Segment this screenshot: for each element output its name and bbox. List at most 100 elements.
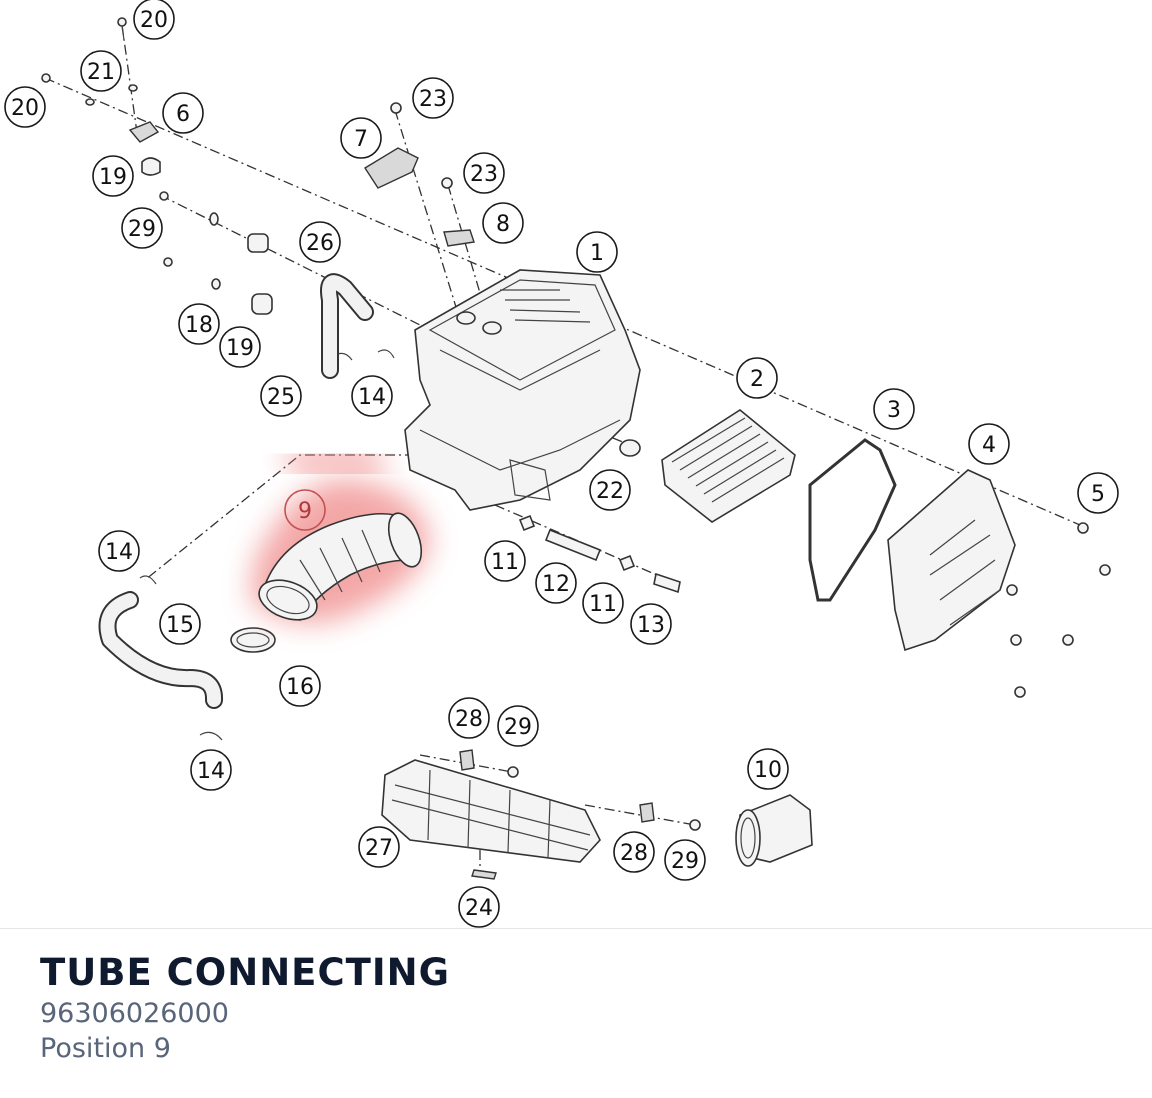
callout-circle: 4 bbox=[968, 423, 1010, 465]
screws-5 bbox=[1006, 522, 1111, 698]
grommet-22 bbox=[619, 439, 641, 457]
callout-circle: 10 bbox=[747, 748, 789, 790]
clip-7 bbox=[364, 147, 419, 189]
svg-text:29: 29 bbox=[504, 715, 532, 740]
screws-29-lower bbox=[507, 766, 701, 831]
exploded-parts-diagram: 20 21 20 6 19 29 23 7 23 8 26 1 18 19 25… bbox=[4, 0, 1119, 928]
svg-text:23: 23 bbox=[419, 87, 447, 112]
svg-text:14: 14 bbox=[105, 540, 133, 565]
callout-circle: 11 bbox=[484, 540, 526, 582]
callout-circle: 12 bbox=[535, 562, 577, 604]
svg-text:29: 29 bbox=[128, 217, 156, 242]
callout-circle: 20 bbox=[4, 86, 46, 128]
callout-circle: 27 bbox=[358, 826, 400, 868]
svg-text:24: 24 bbox=[465, 896, 493, 921]
clip-8 bbox=[443, 229, 475, 247]
callout-circle: 11 bbox=[582, 582, 624, 624]
intake-snorkel bbox=[381, 759, 601, 863]
svg-text:15: 15 bbox=[166, 613, 194, 638]
part-title: TUBE CONNECTING bbox=[40, 951, 450, 994]
svg-text:14: 14 bbox=[358, 385, 386, 410]
svg-text:29: 29 bbox=[671, 849, 699, 874]
screw-29 bbox=[159, 191, 173, 267]
svg-text:16: 16 bbox=[286, 675, 314, 700]
screw-20-left bbox=[41, 73, 51, 83]
callout-circle: 15 bbox=[159, 603, 201, 645]
hardware-parts bbox=[41, 17, 1111, 880]
rod-11-12-13 bbox=[518, 514, 681, 594]
airbox-housing bbox=[404, 269, 641, 511]
callout-circle: 22 bbox=[589, 469, 631, 511]
callout-circle: 28 bbox=[613, 831, 655, 873]
part-number: 96306026000 bbox=[40, 998, 229, 1029]
svg-text:20: 20 bbox=[140, 8, 168, 33]
callout-circle: 29 bbox=[497, 705, 539, 747]
callout-circle-highlighted: 9 bbox=[284, 489, 326, 531]
callout-circle: 29 bbox=[664, 839, 706, 881]
brackets-28 bbox=[459, 749, 655, 823]
svg-text:21: 21 bbox=[87, 60, 115, 85]
callout-circle: 14 bbox=[98, 530, 140, 572]
callout-circle: 23 bbox=[463, 152, 505, 194]
svg-text:2: 2 bbox=[750, 367, 764, 392]
callout-circle: 23 bbox=[412, 77, 454, 119]
clip-14-lower bbox=[139, 575, 223, 741]
washer-21 bbox=[85, 84, 138, 106]
clip-24 bbox=[471, 869, 497, 880]
callout-circle: 19 bbox=[219, 326, 261, 368]
svg-text:25: 25 bbox=[267, 385, 295, 410]
callout-circle: 2 bbox=[736, 357, 778, 399]
callout-circle: 24 bbox=[458, 886, 500, 928]
svg-text:3: 3 bbox=[887, 398, 901, 423]
intake-boot bbox=[735, 794, 813, 867]
svg-text:20: 20 bbox=[11, 96, 39, 121]
svg-text:27: 27 bbox=[365, 836, 393, 861]
svg-text:11: 11 bbox=[589, 592, 617, 617]
svg-text:26: 26 bbox=[306, 231, 334, 256]
callout-circle: 5 bbox=[1077, 472, 1119, 514]
svg-text:8: 8 bbox=[496, 212, 510, 237]
part-info-panel: TUBE CONNECTING 96306026000 Position 9 bbox=[40, 950, 1120, 1066]
gasket bbox=[808, 438, 897, 602]
svg-text:18: 18 bbox=[185, 313, 213, 338]
divider bbox=[0, 928, 1152, 929]
svg-text:9: 9 bbox=[298, 499, 312, 524]
callout-circle: 28 bbox=[448, 697, 490, 739]
airbox-cover bbox=[887, 469, 1016, 652]
clip-14-upper bbox=[334, 349, 395, 361]
callout-circle: 14 bbox=[351, 375, 393, 417]
callout-circle: 18 bbox=[178, 303, 220, 345]
grommet-19-top bbox=[141, 157, 161, 176]
callout-circle: 20 bbox=[133, 0, 175, 40]
air-filter bbox=[661, 409, 796, 523]
callout-circle: 19 bbox=[92, 155, 134, 197]
svg-text:5: 5 bbox=[1091, 482, 1105, 507]
svg-text:11: 11 bbox=[491, 550, 519, 575]
washer-18 bbox=[209, 212, 221, 290]
svg-text:13: 13 bbox=[637, 613, 665, 638]
tube-connecting bbox=[258, 512, 423, 622]
svg-text:23: 23 bbox=[470, 162, 498, 187]
svg-text:28: 28 bbox=[620, 841, 648, 866]
svg-text:1: 1 bbox=[590, 241, 604, 266]
svg-text:19: 19 bbox=[99, 165, 127, 190]
callout-circle: 16 bbox=[279, 665, 321, 707]
callout-circle: 6 bbox=[162, 92, 204, 134]
svg-text:7: 7 bbox=[354, 127, 368, 152]
callout-circle: 8 bbox=[482, 202, 524, 244]
callout-circle: 29 bbox=[121, 207, 163, 249]
svg-text:10: 10 bbox=[754, 758, 782, 783]
svg-text:28: 28 bbox=[455, 707, 483, 732]
part-position: Position 9 bbox=[40, 1033, 171, 1064]
callout-circle: 26 bbox=[299, 221, 341, 263]
callout-circle: 14 bbox=[190, 749, 232, 791]
svg-text:12: 12 bbox=[542, 572, 570, 597]
bracket-6 bbox=[128, 121, 160, 143]
callout-circle: 7 bbox=[340, 117, 382, 159]
svg-text:19: 19 bbox=[226, 336, 254, 361]
callout-circle: 25 bbox=[260, 375, 302, 417]
callout-circle: 1 bbox=[576, 231, 618, 273]
callout-circle: 21 bbox=[80, 50, 122, 92]
grommet-19 bbox=[247, 233, 273, 315]
callouts: 20 21 20 6 19 29 23 7 23 8 26 1 18 19 25… bbox=[4, 0, 1119, 928]
